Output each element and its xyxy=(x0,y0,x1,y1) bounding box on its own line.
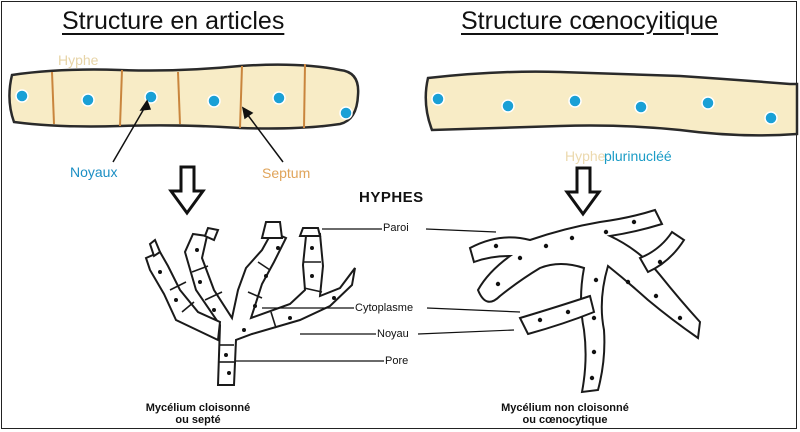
caption-coenocytic-line1: Mycélium non cloisonné xyxy=(465,402,665,414)
label-hyphe-left: Hyphe xyxy=(58,52,98,68)
title-coenocytic: Structure cœnocyitique xyxy=(461,7,718,36)
septate-hypha xyxy=(9,64,358,162)
label-plurinucleee: plurinucléé xyxy=(604,148,672,164)
caption-septate-line2: ou septé xyxy=(118,414,278,426)
caption-septate: Mycélium cloisonné ou septé xyxy=(118,402,278,426)
title-septate: Structure en articles xyxy=(62,7,284,36)
label-pore: Pore xyxy=(385,355,408,367)
label-hyphe-right: Hyphe xyxy=(565,148,605,164)
coenocytic-hypha xyxy=(426,72,797,136)
label-cytoplasme: Cytoplasme xyxy=(355,302,413,314)
label-hyphes: HYPHES xyxy=(359,189,424,206)
label-paroi: Paroi xyxy=(383,222,409,234)
label-noyaux: Noyaux xyxy=(70,164,117,180)
caption-coenocytic-line2: ou cœnocytique xyxy=(465,414,665,426)
label-septum: Septum xyxy=(262,165,310,181)
coenocytic-mycelium xyxy=(470,210,700,392)
label-noyau: Noyau xyxy=(377,328,409,340)
caption-septate-line1: Mycélium cloisonné xyxy=(118,402,278,414)
caption-coenocytic: Mycélium non cloisonné ou cœnocytique xyxy=(465,402,665,426)
